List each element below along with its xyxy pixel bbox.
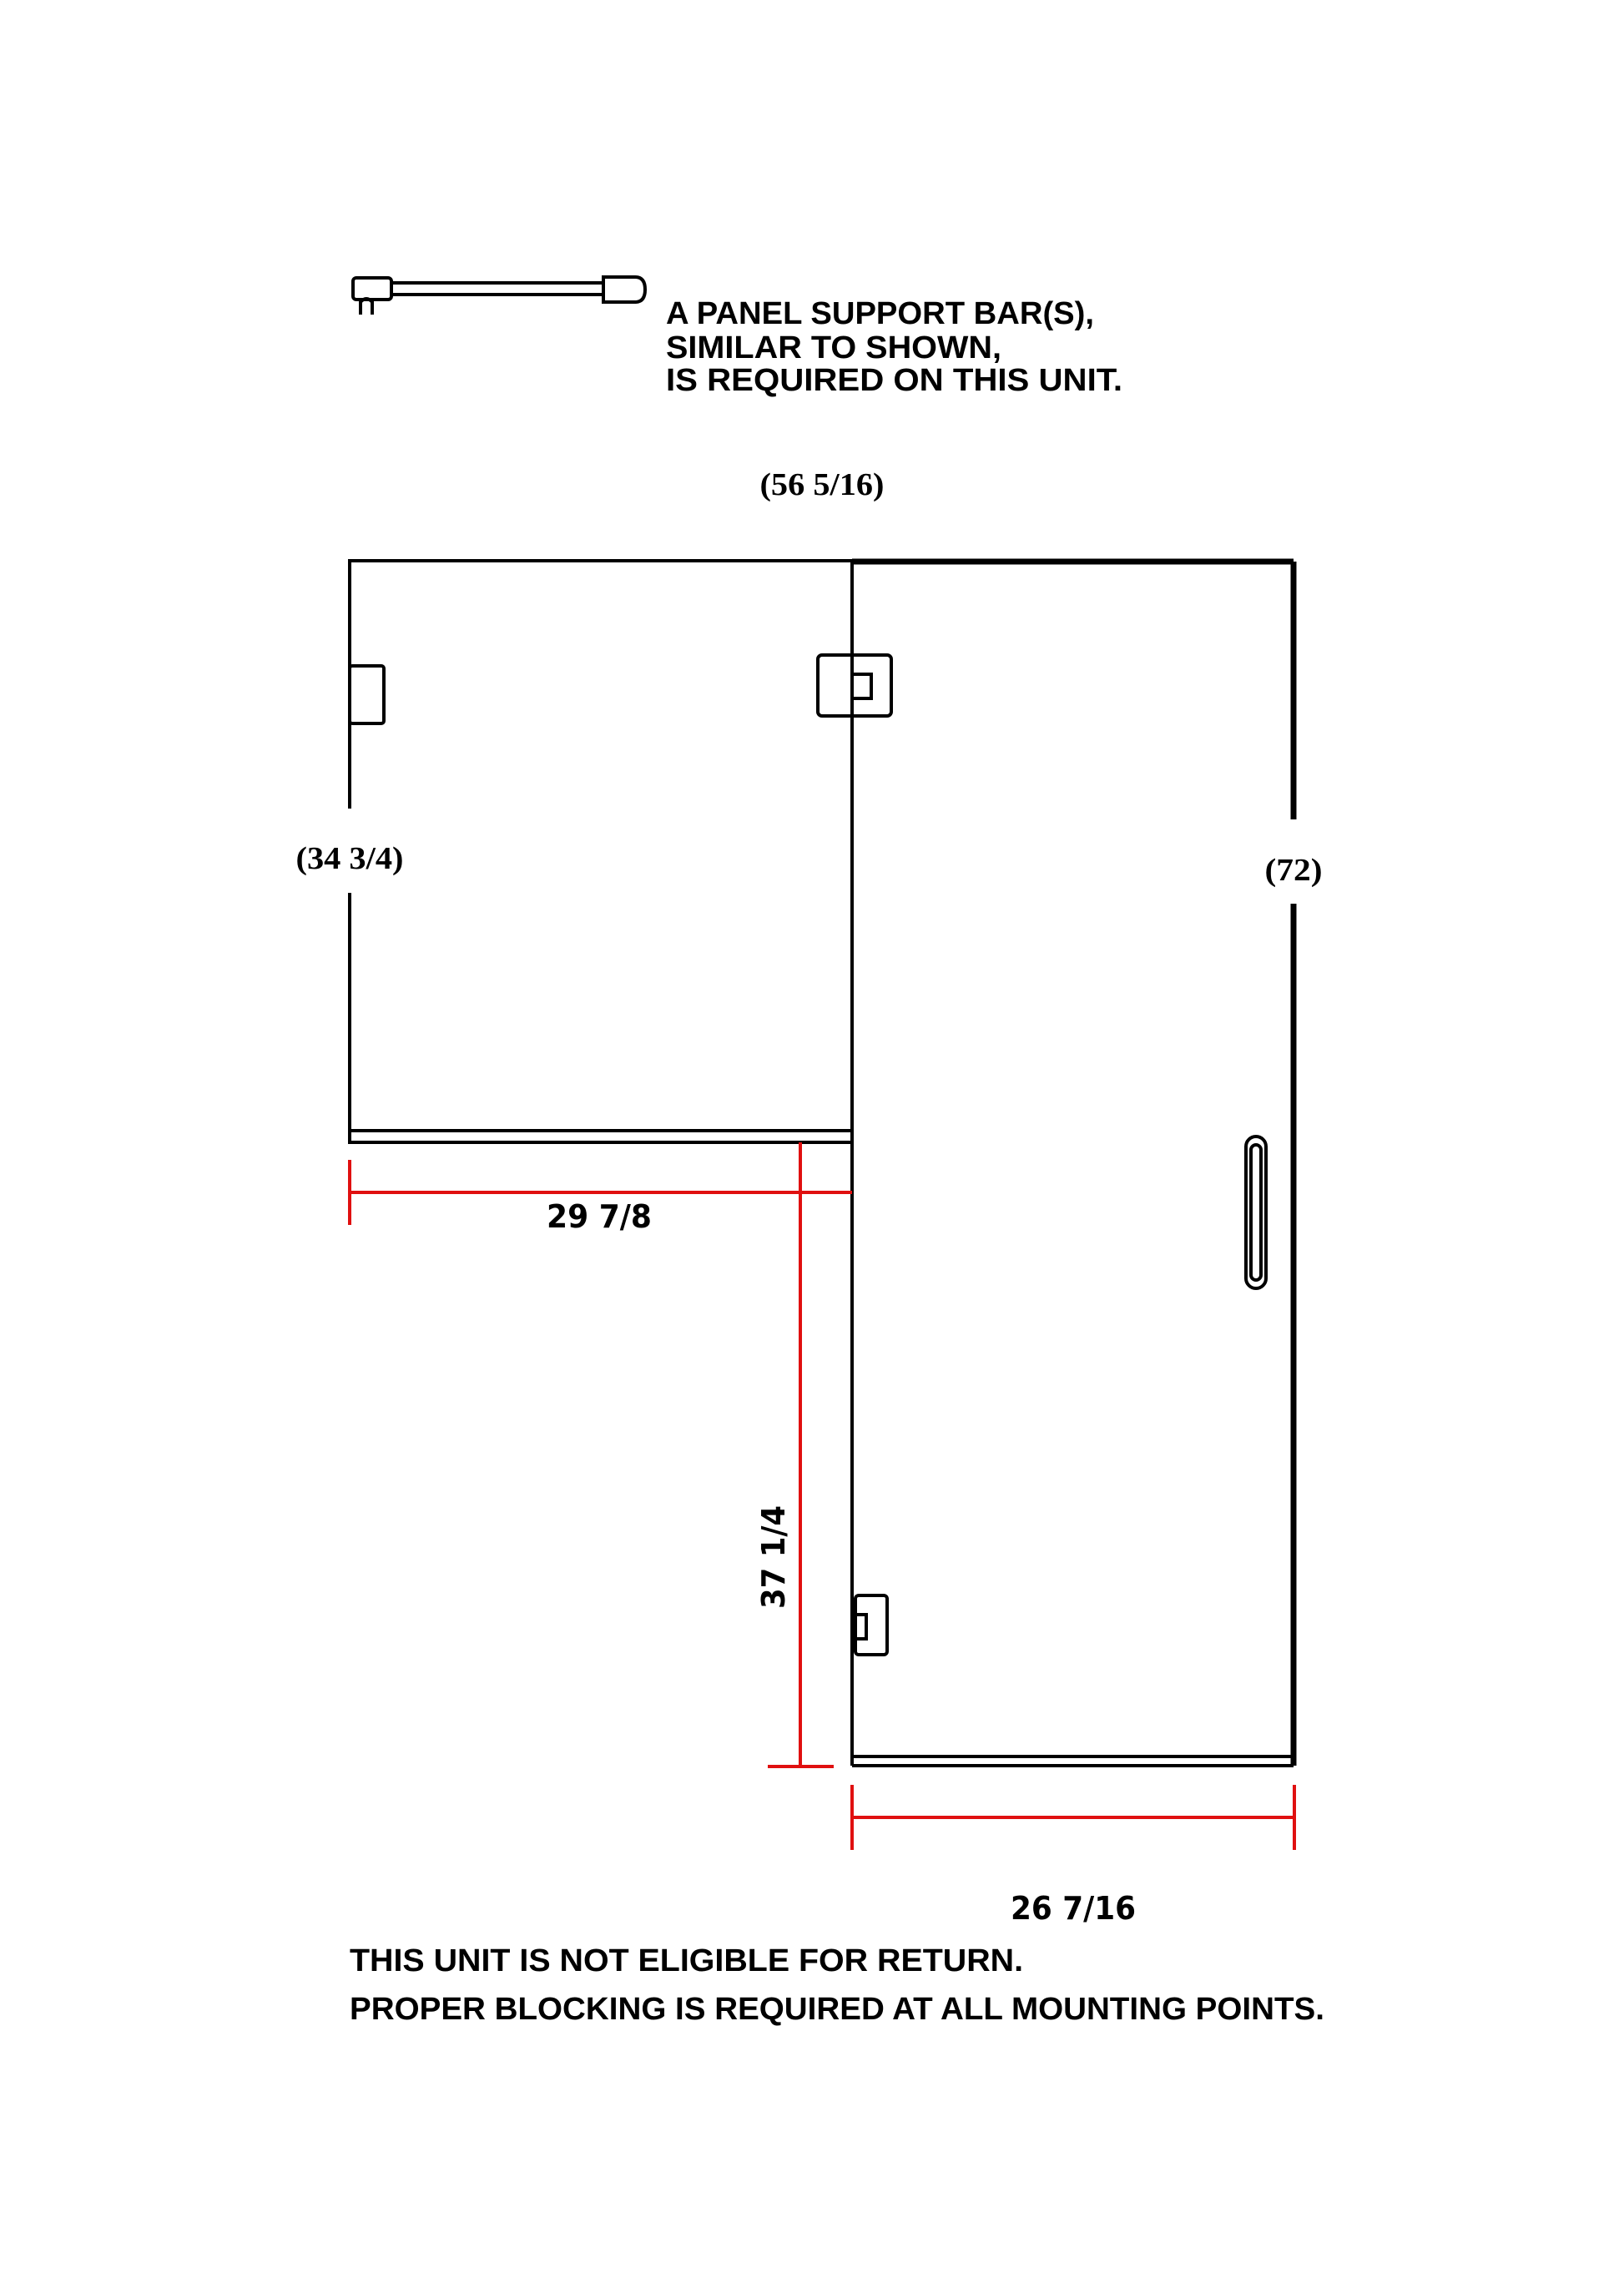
fixed-panel: [348, 559, 852, 1144]
support-bar-note-line1: A PANEL SUPPORT BAR(S),: [666, 296, 1094, 331]
return-depth-label: 37 1/4: [755, 1505, 792, 1609]
left-panel-height-label: (34 3/4): [296, 841, 404, 876]
support-bar-note-line2: SIMILAR TO SHOWN,: [666, 330, 1001, 365]
door-width-label: 26 7/16: [1011, 1890, 1136, 1927]
bottom-hinge: [854, 1594, 889, 1656]
footer-line2: PROPER BLOCKING IS REQUIRED AT ALL MOUNT…: [350, 1992, 1324, 2027]
wall-clamp: [348, 664, 386, 725]
overall-width-label: (56 5/16): [760, 467, 885, 502]
left-panel-width-label: 29 7/8: [547, 1198, 652, 1235]
door-height-label: (72): [1265, 853, 1323, 888]
support-bar-icon: [351, 275, 648, 315]
support-bar-note-line3: IS REQUIRED ON THIS UNIT.: [666, 363, 1122, 398]
door-panel: [816, 558, 1297, 1767]
door-handle-icon: [1244, 1135, 1268, 1290]
footer-line1: THIS UNIT IS NOT ELIGIBLE FOR RETURN.: [350, 1943, 1023, 1978]
top-hinge: [816, 653, 893, 718]
dimension-lines: [348, 1142, 1296, 1850]
